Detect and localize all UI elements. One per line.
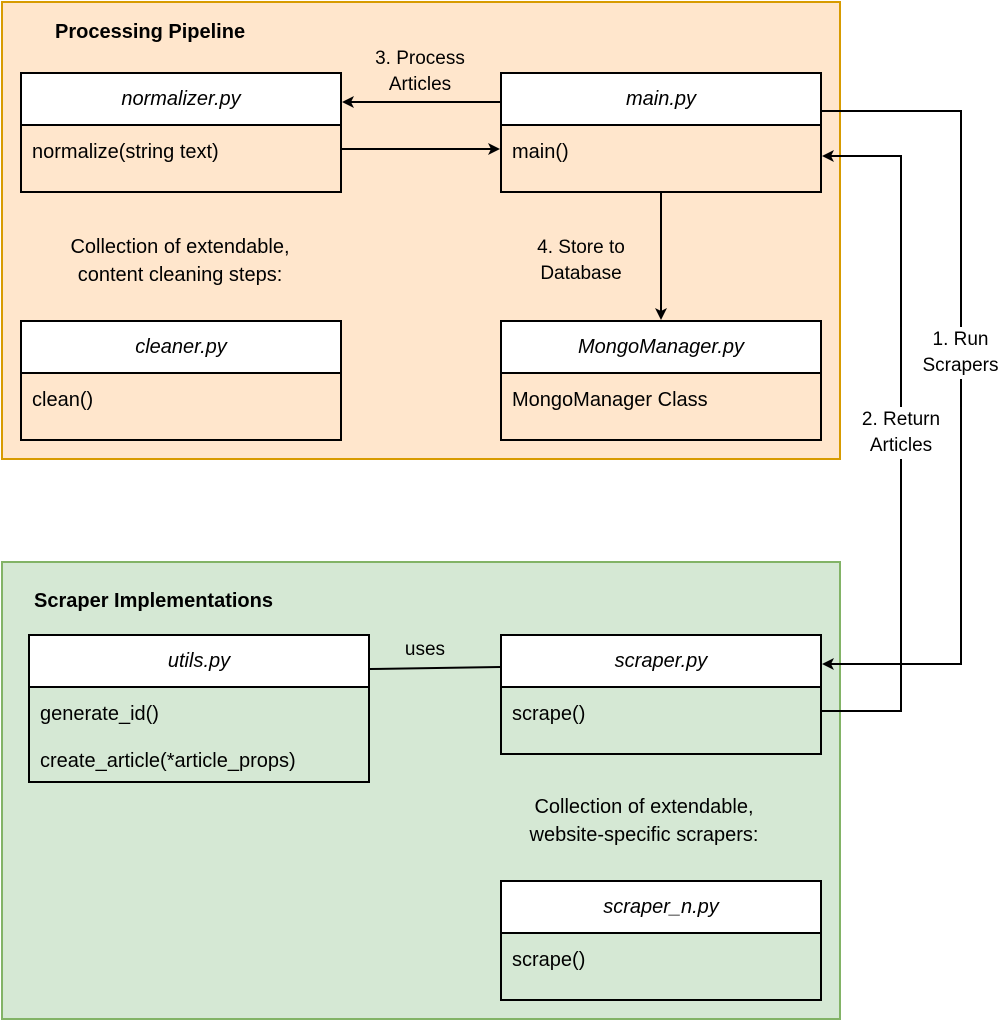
scrapers-note-line: Collection of extendable, (534, 796, 754, 818)
class-utils[interactable]: utils.py generate_id() create_article(*a… (28, 634, 370, 783)
class-utils-name: utils.py (30, 636, 368, 688)
class-mongomanager-member: MongoManager Class (512, 389, 708, 411)
class-scraper-n[interactable]: scraper_n.py scrape() (500, 880, 822, 1001)
class-mongomanager-name: MongoManager.py (502, 322, 820, 374)
edge-label-return-articles: 2. Return Articles (855, 407, 947, 459)
edge-label-uses: uses (385, 637, 465, 663)
class-mongomanager[interactable]: MongoManager.py MongoManager Class (500, 320, 822, 441)
class-utils-member: generate_id() (40, 703, 159, 725)
class-scraper-name: scraper.py (502, 636, 820, 688)
edge-label-line: 2. Return (861, 409, 941, 430)
edge-label-process-articles: 3. Process Articles (360, 46, 480, 98)
class-utils-member: create_article(*article_props) (40, 750, 296, 772)
edge-label-store-to-database: 4. Store to Database (521, 235, 641, 287)
edge-label-line: uses (404, 639, 446, 660)
edge-label-line: 4. Store to (537, 237, 625, 258)
class-main-name: main.py (502, 74, 820, 126)
edge-run-scrapers (822, 110, 962, 670)
class-scraper-n-member: scrape() (512, 949, 586, 971)
class-normalizer-member: normalize(string text) (32, 141, 219, 163)
processing-pipeline-title: Processing Pipeline (55, 21, 246, 43)
scrapers-note-line: website-specific scrapers: (529, 824, 759, 846)
edge-label-line: 1. Run (932, 329, 989, 350)
class-cleaner-name: cleaner.py (22, 322, 340, 374)
class-cleaner-member: clean() (32, 389, 94, 411)
scraper-implementations-title: Scraper Implementations (34, 590, 273, 612)
edge-label-line: 3. Process (375, 48, 465, 69)
pipeline-note-line: content cleaning steps: (77, 264, 283, 286)
pipeline-note-line: Collection of extendable, (70, 236, 290, 258)
edge-label-line: Database (540, 263, 622, 284)
class-scraper[interactable]: scraper.py scrape() (500, 634, 822, 755)
edge-label-line: Articles (869, 435, 933, 456)
edge-label-line: Scrapers (922, 355, 999, 376)
class-scraper-n-name: scraper_n.py (502, 882, 820, 934)
class-normalizer[interactable]: normalizer.py normalize(string text) (20, 72, 342, 193)
class-main-member: main() (512, 141, 569, 163)
class-main[interactable]: main.py main() (500, 72, 822, 193)
edge-label-run-scrapers: 1. Run Scrapers (915, 327, 1006, 379)
scrapers-note: Collection of extendable, website-specif… (494, 793, 794, 849)
class-normalizer-name: normalizer.py (22, 74, 340, 126)
class-cleaner[interactable]: cleaner.py clean() (20, 320, 342, 441)
edge-label-line: Articles (388, 74, 452, 95)
pipeline-note: Collection of extendable, content cleani… (30, 233, 330, 289)
class-scraper-member: scrape() (512, 703, 586, 725)
